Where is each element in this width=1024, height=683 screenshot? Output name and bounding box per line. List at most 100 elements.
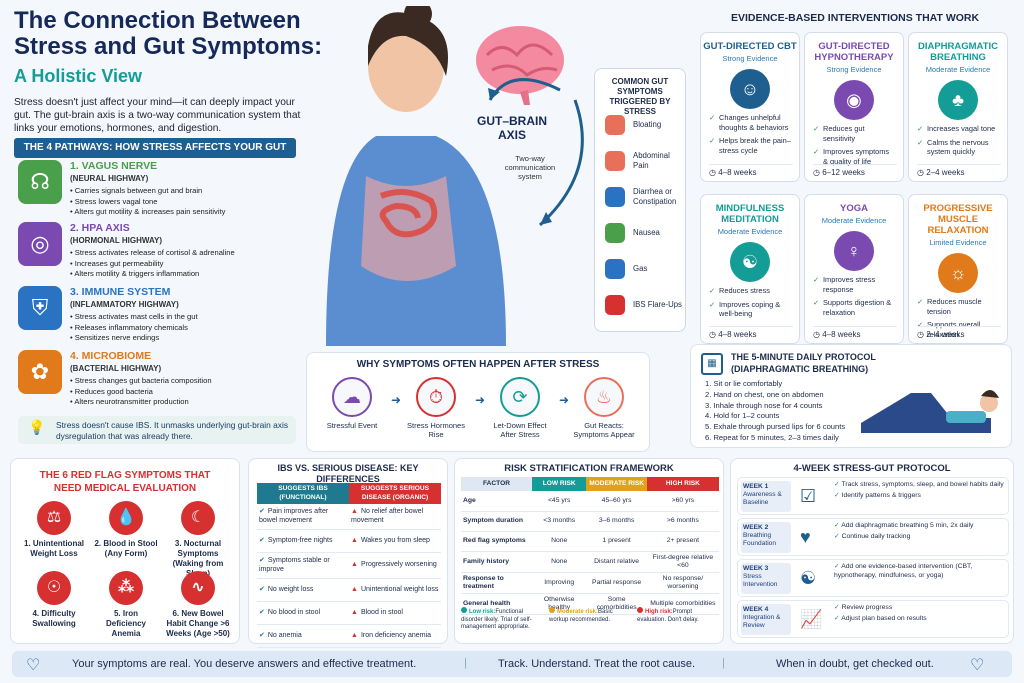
ibs-cell: ✔No weight loss [259,585,314,593]
ibs-cell: ✔Pain improves after bowel movement [259,508,329,524]
clock-icon: ◷ [709,168,719,177]
arrow-right-icon: ➜ [559,393,570,407]
protocol-step: 4. Hold for 1–2 counts [705,411,780,421]
check-icon: ✓ [834,532,842,540]
redflag-icon: ⚖ [37,501,71,535]
axis-title: GUT–BRAIN AXIS [476,114,547,142]
interventions-title: EVIDENCE-BASED INTERVENTIONS THAT WORK [730,12,980,24]
gut-symptom: IBS Flare-Ups [605,295,682,315]
footer-text-2: Track. Understand. Treat the root cause. [498,658,696,670]
pathway-item: Stress lowers vagal tone [70,197,225,208]
gut-symptom: Gas [605,259,647,279]
intervention-item: Reduces stress [709,286,791,296]
week-items: ✓ Add diaphragmatic breathing 5 min, 2x … [834,522,1006,543]
gut-symptom-icon [605,259,625,279]
risk-note: High risk:Prompt evaluation. Don't delay… [637,607,699,623]
pathway-icon: ✿ [18,350,62,394]
ibs-cell: ▲Wakes you from sleep [351,536,430,544]
why-step-icon: ⟳ [500,377,540,417]
week-icon: ☯ [800,568,817,588]
clock-icon: ◷ [917,168,927,177]
redflag-item: ∿6. New Bowel Habit Change >6 Weeks (Age… [165,571,231,639]
check-circle-icon: ✔ [259,557,265,564]
ibs-row: ✔Pain improves after bowel movement ▲No r… [257,504,441,530]
clock-icon: ◷ [917,330,927,339]
weekly-title: 4-WEEK STRESS-GUT PROTOCOL [793,463,951,474]
brain-illustration [472,20,567,105]
intervention-icon: ☺ [730,69,770,109]
check-circle-icon: ✔ [259,631,265,639]
intervention-items: Improves stress responseSupports digesti… [805,275,903,317]
week-items: ✓ Track stress, symptoms, sleep, and bow… [834,481,1006,502]
gut-symptom-icon [605,151,625,171]
warning-icon: ▲ [351,561,358,569]
intervention-title: YOGA [840,203,868,214]
footer-divider-2: | [722,657,725,669]
check-icon: ✓ [834,481,842,488]
risk-cell: <3 months [543,517,576,524]
check-circle-icon: ✔ [259,508,265,515]
risk-cell: Family history [463,557,510,565]
ibs-cell: ▲No relief after bowel movement [351,508,424,524]
intervention-evidence: Strong Evidence [826,65,882,74]
risk-cell: >6 months [666,517,699,524]
gut-symptom: Abdominal Pain [605,151,685,171]
gut-symptom-icon [605,223,625,243]
check-icon: ✓ [834,491,842,499]
risk-header: HIGH RISK [646,477,719,491]
redflag-label: 5. Iron Deficiency Anemia [105,609,147,638]
pathway-item: Stress activates release of cortisol & a… [70,248,235,259]
pathway-title: 2. HPA AXIS [70,222,130,234]
risk-cell: Some comorbidities [596,595,637,611]
redflag-label: 4. Difficulty Swallowing [32,609,76,628]
redflag-label: 1. Unintentional Weight Loss [24,539,84,558]
ibs-header: SUGGESTS IBS (FUNCTIONAL) [257,483,349,504]
pathways-header: THE 4 PATHWAYS: HOW STRESS AFFECTS YOUR … [14,138,296,158]
why-step-icon: ⏱ [416,377,456,417]
risk-cell: <45 yrs [547,496,571,504]
pathway-title: 1. VAGUS NERVE [70,160,158,172]
arrow-right-icon: ➜ [475,393,486,407]
intervention-item: Increases vagal tone [917,124,999,134]
clock-icon: ◷ [813,330,823,339]
gut-symptom-label: Abdominal Pain [633,151,670,170]
ibs-row: ✔Symptom-free nights▲Wakes you from slee… [257,530,441,553]
intervention-item: Reduces muscle tension [917,297,999,316]
risk-cell: No response/ worsening [662,574,704,590]
why-step: ⏱Stress Hormones Rise [401,377,471,439]
gut-symptom: Diarrhea or Constipation [605,187,685,207]
pathway-3: ⛨3. IMMUNE SYSTEM(INFLAMMATORY HIGHWAY)S… [18,286,298,346]
risk-header: LOW RISK [532,477,587,491]
intervention-item: Calms the nervous system quickly [917,138,999,157]
intervention-evidence: Moderate Evidence [925,65,991,74]
week-item: ✓ Add one evidence-based intervention (C… [834,563,973,579]
protocol-step: 6. Repeat for 5 minutes, 2–3 times daily [705,432,839,442]
why-step-icon: ♨ [584,377,624,417]
pathway-1: ☊1. VAGUS NERVE(NEURAL HIGHWAY)Carries s… [18,160,298,220]
intervention-title: GUT-DIRECTED HYPNOTHERAPY [814,41,894,63]
why-step-label: Gut Reacts: Symptoms Appear [573,421,635,439]
pathway-items: Stress activates mast cells in the gutRe… [70,312,198,344]
intervention-item: Reduces gut sensitivity [813,124,895,143]
protocol-panel: ▦ THE 5-MINUTE DAILY PROTOCOL (DIAPHRAGM… [690,344,1012,448]
intervention-item: Improves stress response [813,275,895,294]
risk-title: RISK STRATIFICATION FRAMEWORK [504,463,674,474]
intervention-item: Supports overall relaxation [917,320,999,339]
risk-cell: >60 yrs [671,496,695,504]
pathway-items: Carries signals between gut and brainStr… [70,186,225,218]
why-step: ☁Stressful Event [317,377,387,430]
gut-symptom-label: Diarrhea or Constipation [633,187,677,206]
redflag-label: 2. Blood in Stool (Any Form) [94,539,158,558]
intervention-items: Reduces gut sensitivityImproves symptoms… [805,124,903,166]
week-item: ✓ Identify patterns & triggers [834,491,921,499]
gut-symptom-icon [605,115,625,135]
